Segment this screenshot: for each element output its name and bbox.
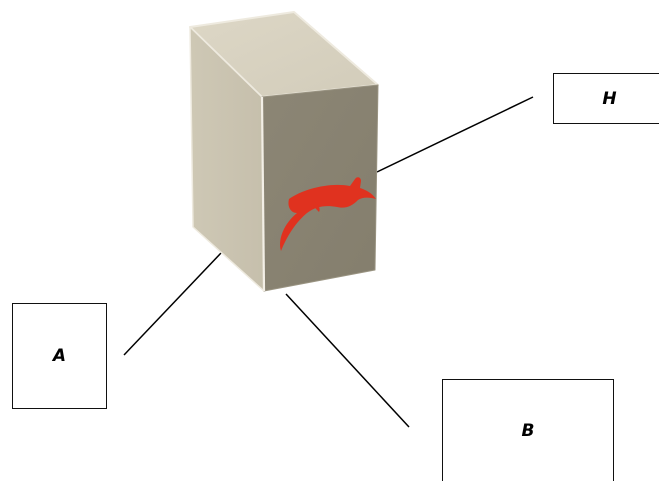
label-h: H — [602, 88, 617, 109]
dolphin-icon — [280, 177, 376, 251]
leader-line-b — [285, 293, 410, 428]
leader-line-h — [376, 96, 534, 173]
label-box-a: A — [12, 303, 107, 409]
label-a: A — [52, 346, 67, 366]
leader-line-a — [123, 252, 222, 356]
label-b: B — [521, 420, 535, 441]
label-box-b: B — [442, 379, 614, 481]
box-front-edge — [260, 96, 266, 292]
label-box-h: H — [553, 73, 659, 124]
box-object — [189, 11, 379, 292]
